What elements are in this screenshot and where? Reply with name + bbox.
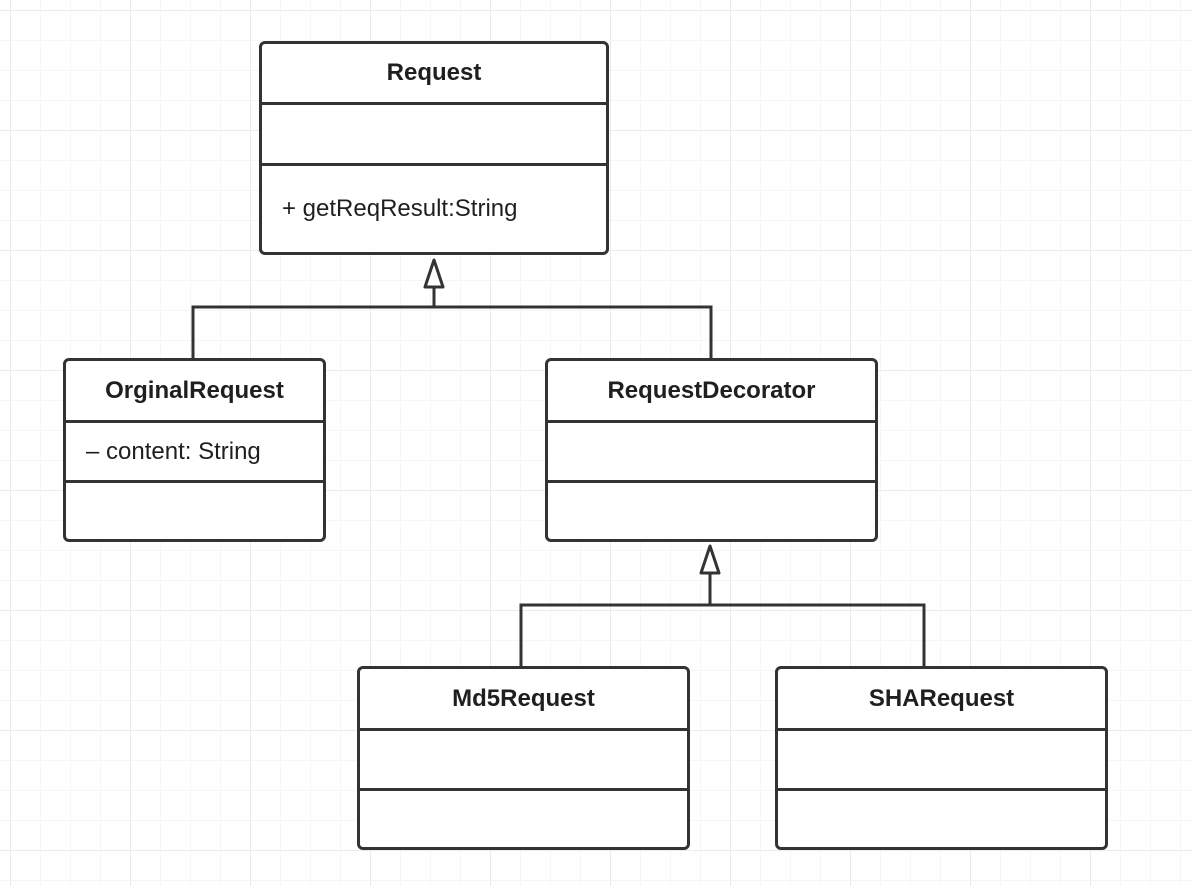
class-orginal-request-name: OrginalRequest: [66, 361, 323, 423]
attribute-content: – content: String: [86, 437, 261, 465]
class-sha-request[interactable]: SHARequest: [775, 666, 1108, 850]
class-md5-request-attributes: [360, 731, 687, 791]
inheritance-arrowhead-request: [423, 258, 445, 289]
class-md5-request-name: Md5Request: [360, 669, 687, 731]
class-request-attributes: [262, 105, 606, 166]
class-request[interactable]: Request + getReqResult:String: [259, 41, 609, 255]
method-get-req-result: + getReqResult:String: [282, 195, 518, 222]
class-orginal-request-attributes: – content: String: [66, 423, 323, 483]
class-request-decorator-name: RequestDecorator: [548, 361, 875, 423]
class-request-name: Request: [262, 44, 606, 105]
class-request-decorator[interactable]: RequestDecorator: [545, 358, 878, 542]
class-sha-request-attributes: [778, 731, 1105, 791]
class-orginal-request[interactable]: OrginalRequest – content: String: [63, 358, 326, 542]
connector-decorator-children: [519, 573, 926, 666]
class-md5-request-methods: [360, 791, 687, 847]
inheritance-arrowhead-decorator: [699, 544, 721, 575]
class-orginal-request-methods: [66, 483, 323, 539]
class-sha-request-name: SHARequest: [778, 669, 1105, 731]
class-request-decorator-attributes: [548, 423, 875, 483]
class-sha-request-methods: [778, 791, 1105, 847]
class-request-decorator-methods: [548, 483, 875, 539]
class-request-methods: + getReqResult:String: [262, 166, 606, 252]
class-md5-request[interactable]: Md5Request: [357, 666, 690, 850]
connector-request-children: [191, 287, 713, 358]
